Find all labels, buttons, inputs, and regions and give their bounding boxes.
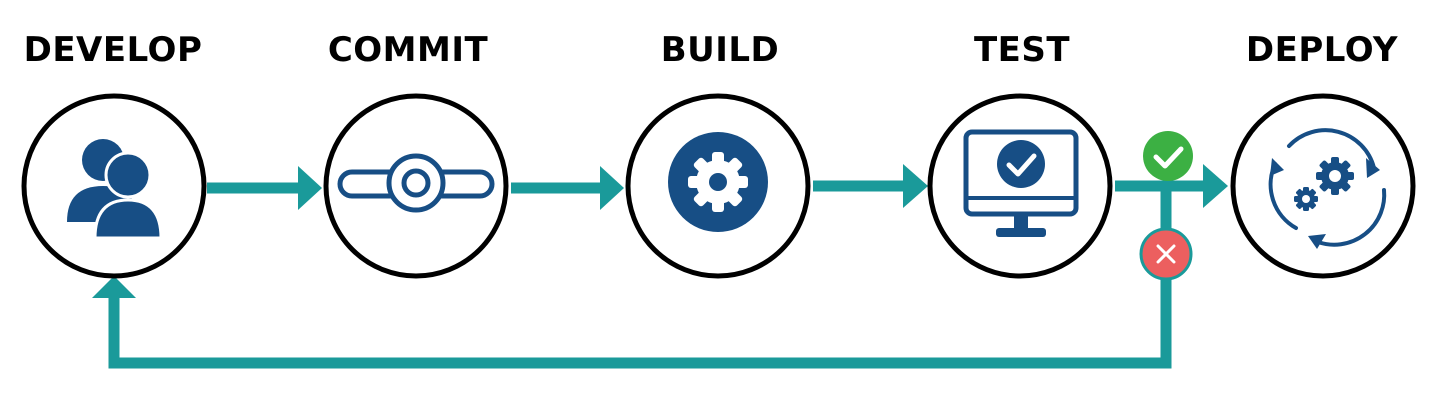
check-circle-icon [1143,131,1193,181]
stage-label-deploy: DEPLOY [1245,30,1399,70]
stage-label-build: BUILD [660,30,780,70]
stage-label-test: TEST [973,30,1071,70]
arrow-head-build [600,166,624,210]
cycle-gears-icon [1268,128,1387,249]
arrow-head-test [903,164,928,208]
arrow-head-deploy [1203,164,1228,208]
stage-label-develop: DEVELOP [23,30,203,70]
x-circle-icon [1139,227,1193,281]
arrow-head-commit [298,166,322,210]
users-icon [67,139,163,240]
monitor-check-icon [963,129,1079,237]
git-commit-icon [337,153,495,213]
arrow-head-develop [92,276,136,298]
arrow-heads [92,164,1228,298]
stage-label-commit: COMMIT [327,30,489,70]
gear-icon [668,132,768,232]
